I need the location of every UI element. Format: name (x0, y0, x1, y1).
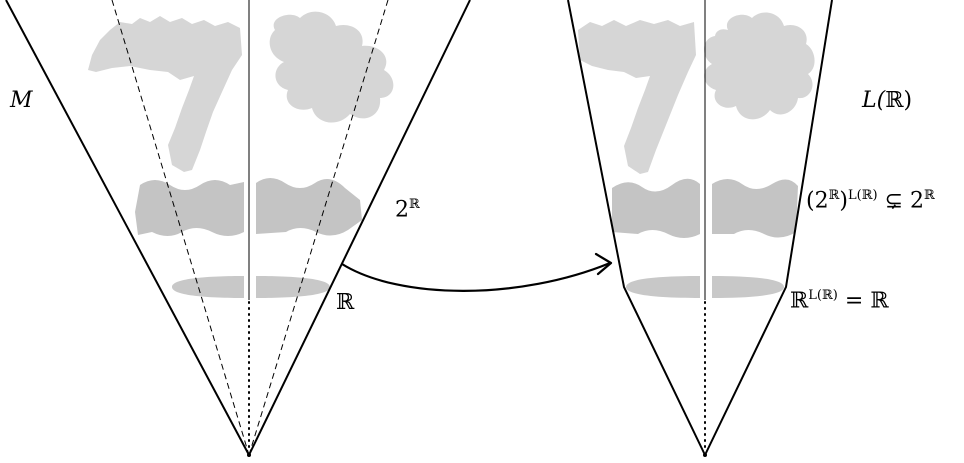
left-cone-edge-right (248, 0, 471, 456)
rps-open: (2 (806, 188, 829, 214)
rr-rhs: = ℝ (844, 288, 889, 314)
rps-close: ) (839, 188, 848, 214)
left-power-set-exp: ℝ (409, 197, 420, 212)
left-power-set-base: 2 (395, 197, 409, 223)
right-top-blob-b (704, 12, 815, 120)
label-right-power-set: (2ℝ)L(ℝ) ⊊ 2ℝ (806, 188, 935, 213)
left-dashed-edge-left (111, 0, 250, 456)
right-cone (567, 0, 833, 457)
rr-base: ℝ (790, 288, 809, 314)
rps-outer-exp: L(ℝ) (848, 188, 878, 203)
right-apex (703, 453, 707, 457)
arrow-curve (341, 261, 611, 292)
L-of-R-L: L( (862, 88, 886, 113)
rps-rhs: 2 (910, 188, 925, 214)
rps-relation: ⊊ (884, 188, 904, 214)
right-reals-disk (626, 276, 784, 298)
left-cone (5, 0, 471, 457)
L-of-R-reals: ℝ (885, 88, 904, 113)
right-wavy-band (612, 178, 798, 238)
arrow-head (594, 252, 613, 276)
label-left-power-set: 2ℝ (395, 197, 420, 222)
rr-exp: L(ℝ) (808, 288, 838, 303)
left-top-blob-b (269, 11, 394, 123)
left-wavy-band (135, 178, 362, 236)
left-top-blob-a (88, 16, 242, 172)
rps-rhs-exp: ℝ (924, 188, 935, 203)
left-reals-disk (172, 276, 330, 298)
right-cone-edge-left (567, 0, 706, 456)
label-left-reals: ℝ (336, 290, 355, 315)
label-L-of-R: L(ℝ) (862, 88, 912, 113)
left-cone-edge-left (5, 0, 250, 456)
label-M: M (10, 88, 33, 113)
right-top-blob-a (578, 20, 696, 174)
right-cone-edge-right (704, 0, 833, 456)
L-of-R-close: ) (903, 88, 913, 113)
left-apex (247, 453, 251, 457)
rps-inner-exp: ℝ (828, 188, 840, 203)
embedding-arrow (341, 252, 613, 292)
label-right-reals: ℝL(ℝ) = ℝ (790, 288, 889, 313)
